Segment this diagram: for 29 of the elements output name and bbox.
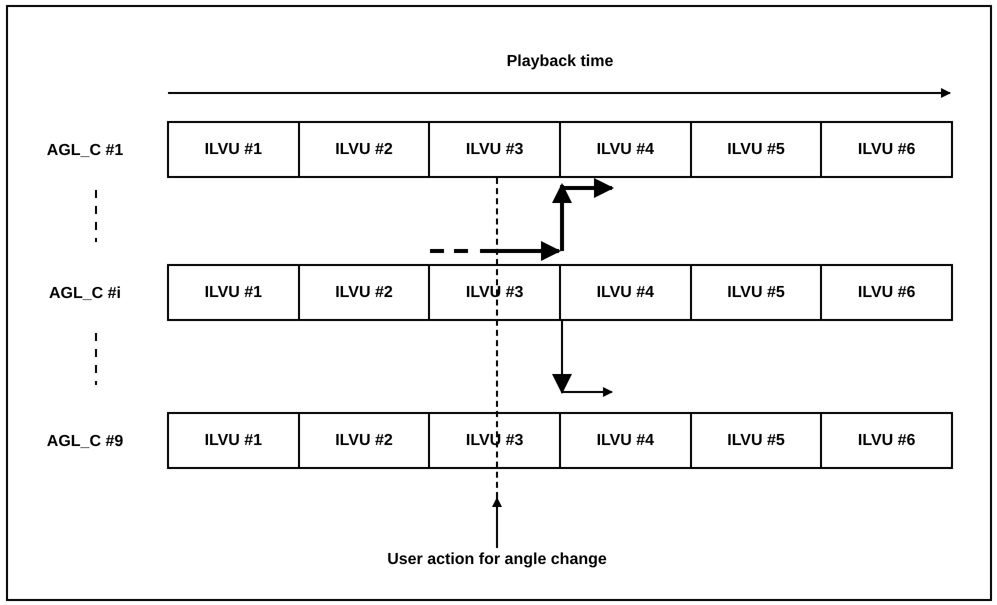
- segment-cell: ILVU #3: [428, 412, 561, 469]
- segment-cell: ILVU #2: [298, 121, 430, 178]
- segment-cell: ILVU #6: [820, 264, 953, 321]
- segment-cell: ILVU #5: [690, 412, 822, 469]
- arrow: [552, 183, 572, 251]
- segment-cell: ILVU #4: [559, 412, 692, 469]
- segment-cell: ILVU #3: [428, 121, 561, 178]
- segment-cell: ILVU #2: [298, 412, 430, 469]
- segment-cell: ILVU #1: [167, 264, 300, 321]
- segment-cell: ILVU #5: [690, 121, 822, 178]
- segment-cell: ILVU #1: [167, 412, 300, 469]
- axis-label: Playback time: [506, 52, 614, 72]
- row-label: AGL_C #i: [48, 284, 121, 304]
- caption-text: User action for angle change: [347, 548, 647, 572]
- segment-cell: ILVU #4: [559, 121, 692, 178]
- segment-cell: ILVU #6: [820, 412, 953, 469]
- segment-cell: ILVU #2: [298, 264, 430, 321]
- arrow: [480, 241, 561, 261]
- segment-cell: ILVU #5: [690, 264, 822, 321]
- arrow: [492, 497, 502, 548]
- segment-cell: ILVU #6: [820, 121, 953, 178]
- arrow: [552, 321, 613, 397]
- arrow: [562, 178, 614, 198]
- time-marker-line: [496, 178, 498, 498]
- segment-cell: ILVU #3: [428, 264, 561, 321]
- row-label: AGL_C #1: [46, 141, 124, 161]
- segment-cell: ILVU #1: [167, 121, 300, 178]
- row-label: AGL_C #9: [46, 432, 124, 452]
- segment-cell: ILVU #4: [559, 264, 692, 321]
